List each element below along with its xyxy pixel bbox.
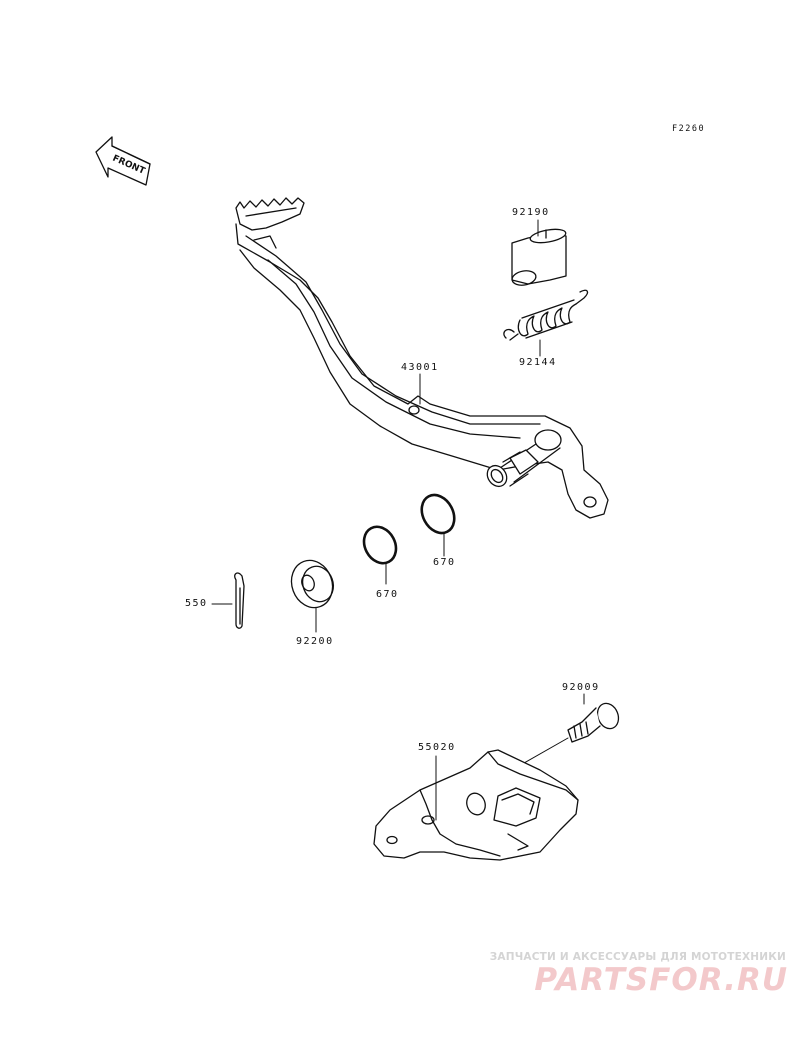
watermark-tagline: ЗАПЧАСТИ И АКСЕССУАРЫ ДЛЯ МОТОТЕХНИКИ — [489, 951, 786, 963]
front-arrow-icon: FRONT — [95, 136, 151, 186]
part-label-550: 550 — [185, 598, 208, 609]
part-label-92190: 92190 — [512, 207, 550, 218]
o-ring-670-right — [420, 493, 456, 535]
o-ring-670-left — [362, 525, 398, 565]
part-label-670-left: 670 — [376, 589, 399, 600]
watermark-brand: PARTSFOR.RU — [534, 962, 788, 998]
part-label-92009: 92009 — [562, 682, 600, 693]
cotter-pin-550 — [234, 572, 245, 629]
diagram-code: F2260 — [672, 124, 706, 134]
bracket-55020 — [373, 749, 579, 861]
part-label-92144: 92144 — [519, 357, 557, 368]
brake-pedal-43001 — [235, 197, 609, 519]
leader-lines — [211, 219, 585, 821]
washer-92200 — [290, 559, 335, 609]
spring-92144 — [503, 289, 589, 341]
part-label-55020: 55020 — [418, 742, 456, 753]
part-label-43001: 43001 — [401, 362, 439, 373]
bushing-92190 — [511, 228, 567, 286]
part-label-670-right: 670 — [433, 557, 456, 568]
part-label-92200: 92200 — [296, 636, 334, 647]
